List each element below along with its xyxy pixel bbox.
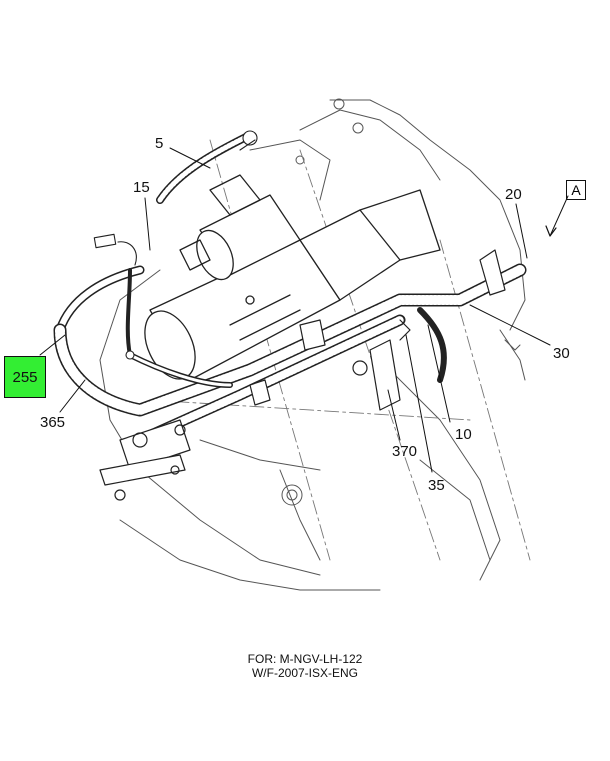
callout-370[interactable]: 370 — [392, 443, 418, 460]
callout-255-label: 255 — [12, 368, 38, 386]
view-arrow — [545, 225, 557, 237]
callout-30[interactable]: 30 — [553, 345, 570, 362]
view-marker-label: A — [571, 182, 581, 198]
centerlines — [149, 139, 531, 561]
connectors — [93, 130, 258, 360]
callout-10[interactable]: 10 — [455, 426, 472, 443]
callout-365[interactable]: 365 — [40, 414, 66, 431]
footer-line-1: FOR: M-NGV-LH-122 — [247, 652, 363, 666]
callout-5[interactable]: 5 — [155, 135, 164, 152]
footer-line-2: W/F-2007-ISX-ENG — [251, 666, 359, 680]
callout-15[interactable]: 15 — [133, 179, 150, 196]
highlighted-callout-255[interactable]: 255 — [4, 356, 46, 398]
starter-motor — [144, 174, 441, 381]
engine-block-outline — [99, 98, 526, 591]
leader-lines — [39, 147, 569, 473]
callout-20[interactable]: 20 — [505, 186, 522, 203]
mounting-bracket — [99, 249, 506, 501]
view-marker-box[interactable]: A — [566, 180, 586, 200]
diagram-footer: FOR: M-NGV-LH-122 W/F-2007-ISX-ENG — [0, 652, 610, 680]
callout-35[interactable]: 35 — [428, 477, 445, 494]
